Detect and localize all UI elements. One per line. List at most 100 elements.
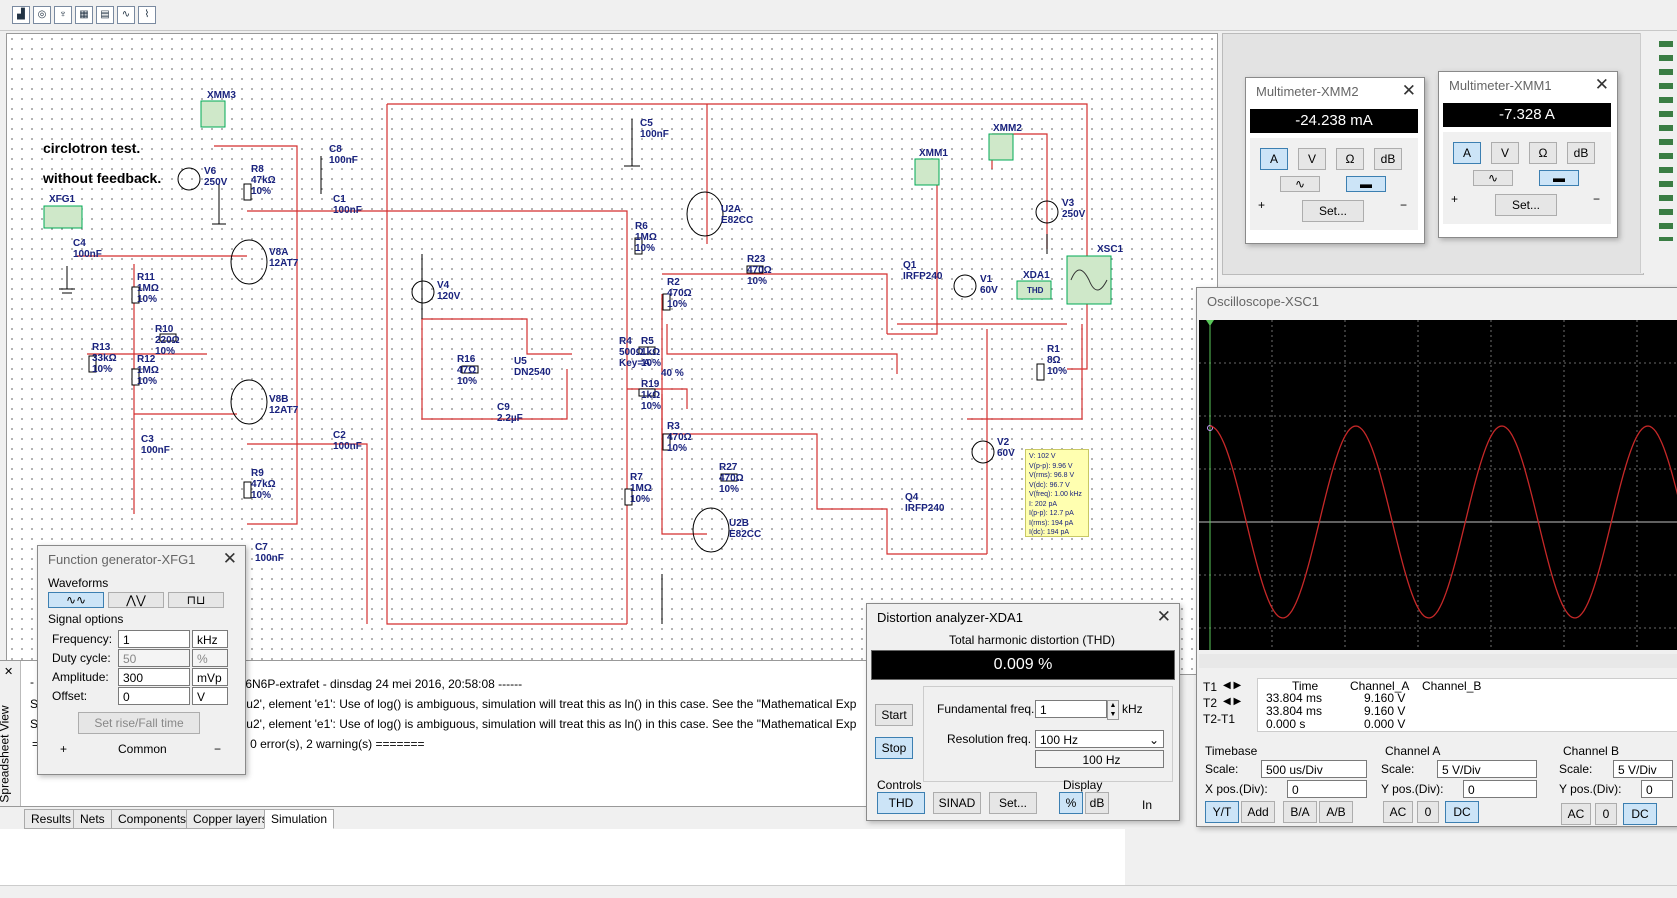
- frequency-input[interactable]: 1: [118, 630, 190, 648]
- percent-button[interactable]: %: [1059, 792, 1083, 814]
- x-pos-label: X pos.(Div):: [1205, 782, 1268, 796]
- tab-components[interactable]: Components: [111, 809, 194, 829]
- sinad-button[interactable]: SINAD: [933, 792, 981, 814]
- channel-a-ac-button[interactable]: AC: [1383, 801, 1413, 823]
- tab-nets[interactable]: Nets: [73, 809, 112, 829]
- ab-button[interactable]: A/B: [1319, 801, 1353, 823]
- wave-icon[interactable]: ∿: [117, 6, 135, 24]
- add-button[interactable]: Add: [1241, 801, 1275, 823]
- channel-a-scale-label: Scale:: [1381, 762, 1415, 776]
- db-button[interactable]: dB: [1085, 792, 1109, 814]
- scope-scrollbar[interactable]: [1199, 654, 1677, 668]
- ba-button[interactable]: B/A: [1283, 801, 1317, 823]
- schematic-note: circlotron test.: [43, 140, 141, 156]
- scrollbar[interactable]: [1640, 33, 1653, 273]
- amplitude-input[interactable]: 300: [118, 668, 190, 686]
- timebase-scale-input[interactable]: 500 us/Div: [1261, 760, 1367, 778]
- plot-icon[interactable]: ⌇: [138, 6, 156, 24]
- tab-copper-layers[interactable]: Copper layers: [186, 809, 275, 829]
- mode-v-button[interactable]: V: [1491, 142, 1519, 164]
- frequency-label: Frequency:: [52, 632, 113, 646]
- dc-line-icon[interactable]: ▬: [1539, 170, 1579, 186]
- channel-a-scale-input[interactable]: 5 V/Div: [1437, 760, 1537, 778]
- square-wave-icon[interactable]: ⊓⊔: [168, 592, 224, 608]
- yt-button[interactable]: Y/T: [1205, 801, 1239, 823]
- probe-line: V: 102 V: [1029, 453, 1056, 460]
- tab-simulation[interactable]: Simulation: [264, 809, 335, 829]
- ac-wave-icon[interactable]: ∿: [1473, 170, 1513, 186]
- mode-a-button[interactable]: A: [1453, 142, 1481, 164]
- bottom-tabs: Results Nets Components Copper layers Si…: [0, 806, 1125, 829]
- settings-group: [923, 686, 1173, 782]
- cell-a: 9.160 V: [1364, 704, 1406, 718]
- plus-terminal: +: [1258, 198, 1266, 212]
- v1-label: V1 60V: [980, 274, 998, 296]
- instrument-icons[interactable]: [1659, 41, 1673, 241]
- toolbar: ▟ ◎ ♆ ▦ ▤ ∿ ⌇: [0, 0, 1677, 31]
- schematic-canvas[interactable]: circlotron test. without feedback. XFG1 …: [6, 33, 1218, 675]
- r11-label: R11 1MΩ 10%: [137, 272, 159, 305]
- channel-a-dc-button[interactable]: DC: [1445, 801, 1479, 823]
- channel-b-ac-button[interactable]: AC: [1561, 803, 1591, 825]
- close-icon[interactable]: ✕: [1401, 81, 1416, 100]
- r5-label: R5 1kΩ 10%: [641, 336, 662, 369]
- dc-line-icon[interactable]: ▬: [1346, 176, 1386, 192]
- channel-b-dc-button[interactable]: DC: [1623, 803, 1657, 825]
- duty-cycle-input[interactable]: 50: [118, 649, 190, 667]
- mode-v-button[interactable]: V: [1298, 148, 1326, 170]
- close-icon[interactable]: ✕: [1156, 607, 1171, 626]
- cell-time: 33.804 ms: [1266, 691, 1323, 705]
- x-pos-input[interactable]: 0: [1287, 780, 1367, 798]
- row-label: T1: [1203, 680, 1218, 694]
- spin-icon[interactable]: ▲▼: [1107, 700, 1119, 720]
- sine-wave-icon[interactable]: ∿∿: [48, 592, 104, 608]
- offset-input[interactable]: 0: [118, 687, 190, 705]
- close-icon[interactable]: ✕: [222, 549, 237, 568]
- resolution-select[interactable]: 100 Hz ⌄: [1035, 730, 1164, 748]
- graph-icon[interactable]: ▟: [12, 6, 30, 24]
- t2-arrows-icon[interactable]: ◀ ▶: [1223, 696, 1242, 707]
- fundamental-input[interactable]: 1: [1035, 700, 1107, 718]
- scope-screen[interactable]: [1199, 320, 1677, 650]
- channel-b-ypos-input[interactable]: 0: [1641, 780, 1673, 798]
- t1-arrows-icon[interactable]: ◀ ▶: [1223, 680, 1242, 691]
- triangle-wave-icon[interactable]: ⋀⋁: [108, 592, 164, 608]
- ac-wave-icon[interactable]: ∿: [1280, 176, 1320, 192]
- mode-db-button[interactable]: dB: [1567, 142, 1595, 164]
- rise-fall-button[interactable]: Set rise/Fall time: [78, 712, 200, 734]
- amplitude-unit[interactable]: mVp: [192, 668, 228, 686]
- schematic-note: without feedback.: [43, 170, 162, 186]
- start-button[interactable]: Start: [875, 704, 913, 726]
- scope-graticule: [1199, 320, 1677, 650]
- chart-icon[interactable]: ▤: [96, 6, 114, 24]
- close-icon[interactable]: ✕: [4, 666, 14, 678]
- channel-b-scale-input[interactable]: 5 V/Div: [1613, 760, 1673, 778]
- set-button[interactable]: Set...: [1302, 200, 1364, 222]
- mode-ohm-button[interactable]: Ω: [1529, 142, 1557, 164]
- set-button[interactable]: Set...: [1495, 194, 1557, 216]
- channel-a-ypos-input[interactable]: 0: [1463, 780, 1537, 798]
- v6-label: V6 250V: [204, 166, 228, 188]
- spreadsheet-view-label: Spreadsheet View: [0, 705, 12, 803]
- frequency-unit[interactable]: kHz: [192, 630, 228, 648]
- set-button[interactable]: Set...: [989, 792, 1037, 814]
- cell-time: 0.000 s: [1266, 717, 1306, 731]
- r27-label: R27 470Ω 10%: [719, 462, 744, 495]
- mode-a-button[interactable]: A: [1260, 148, 1288, 170]
- thd-button[interactable]: THD: [877, 792, 925, 814]
- zoom-icon[interactable]: ◎: [33, 6, 51, 24]
- output-prefix: S: [30, 717, 39, 731]
- timebase-scale-label: Scale:: [1205, 762, 1239, 776]
- grid-icon[interactable]: ▦: [75, 6, 93, 24]
- tab-results[interactable]: Results: [24, 809, 79, 829]
- channel-b-zero-button[interactable]: 0: [1595, 803, 1617, 825]
- stop-button[interactable]: Stop: [875, 737, 913, 759]
- offset-unit[interactable]: V: [192, 687, 228, 705]
- close-icon[interactable]: ✕: [1594, 75, 1609, 94]
- spreadsheet-side: ✕ Spreadsheet View: [0, 661, 21, 807]
- mode-ohm-button[interactable]: Ω: [1336, 148, 1364, 170]
- mode-db-button[interactable]: dB: [1374, 148, 1402, 170]
- channel-a-zero-button[interactable]: 0: [1417, 801, 1439, 823]
- probe-icon[interactable]: ♆: [54, 6, 72, 24]
- minus-terminal: −: [1400, 198, 1408, 212]
